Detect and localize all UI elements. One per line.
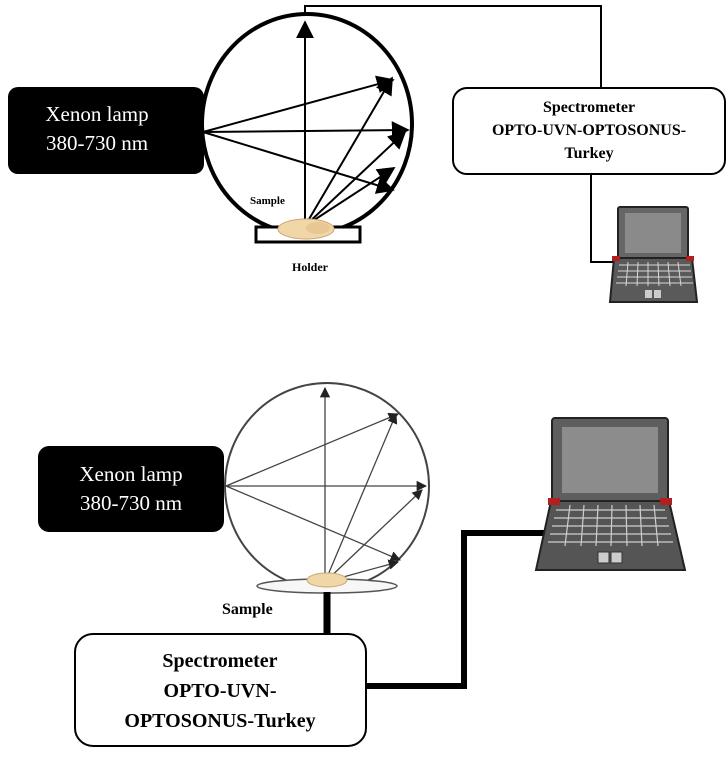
bottom-laptop-cable bbox=[366, 530, 548, 689]
bottom-spectrometer-line1: Spectrometer bbox=[162, 650, 277, 672]
bottom-sample-label: Sample bbox=[222, 601, 273, 618]
bottom-spectrometer-line3: OPTOSONUS-Turkey bbox=[124, 710, 315, 732]
bottom-light-rays bbox=[225, 412, 428, 562]
top-spectrometer-line2: OPTO-UVN-OPTOSONUS- bbox=[492, 122, 686, 139]
bottom-spectrometer-box bbox=[74, 633, 367, 747]
top-laptop-cable bbox=[590, 173, 616, 263]
bottom-laptop-icon bbox=[534, 417, 687, 571]
top-xenon-lamp-box bbox=[8, 87, 204, 174]
top-laptop-icon bbox=[608, 206, 699, 303]
bottom-xenon-lamp-box bbox=[38, 446, 224, 532]
top-sample-label: Sample bbox=[250, 195, 285, 207]
bottom-diagram: Sample Xenon lamp 380-730 nm Spectromete… bbox=[38, 382, 687, 747]
top-sample-icon bbox=[277, 218, 335, 240]
top-fiber-cable bbox=[304, 5, 602, 88]
top-diagram: Sample Holder Xenon lamp 380-730 nm Spec… bbox=[8, 5, 726, 303]
bottom-spectrometer-line2: OPTO-UVN- bbox=[164, 680, 277, 702]
bottom-lamp-line1: Xenon lamp bbox=[79, 462, 182, 486]
top-spectrometer-line1: Spectrometer bbox=[543, 99, 635, 116]
top-reflection-rays bbox=[296, 20, 407, 227]
top-spectrometer-line3: Turkey bbox=[564, 145, 613, 162]
top-lamp-line2: 380-730 nm bbox=[46, 131, 148, 155]
top-spectrometer-box bbox=[452, 87, 726, 175]
bottom-reflection-rays bbox=[319, 386, 423, 583]
top-lamp-line1: Xenon lamp bbox=[45, 102, 148, 126]
bottom-sample-icon bbox=[306, 572, 348, 588]
top-holder-label: Holder bbox=[292, 260, 329, 274]
bottom-lamp-line2: 380-730 nm bbox=[80, 491, 182, 515]
